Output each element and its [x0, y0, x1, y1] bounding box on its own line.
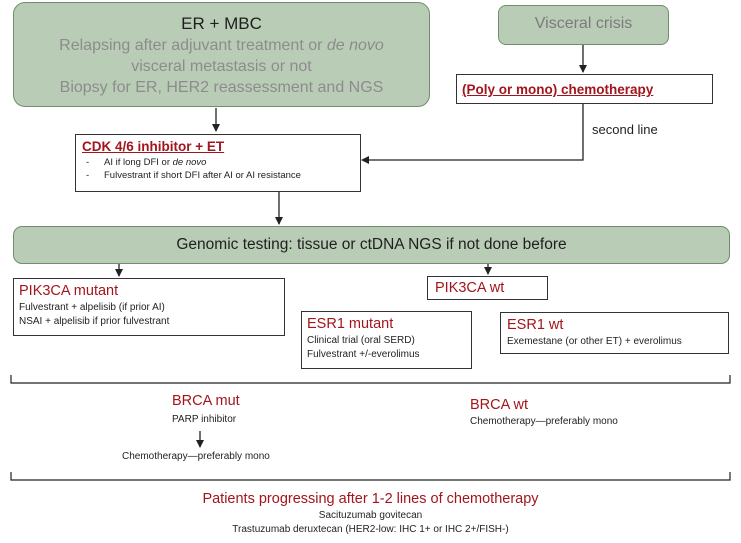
er-mbc-title: ER + MBC [181, 14, 262, 33]
er-mbc-line1-italic: de novo [326, 37, 384, 54]
esr1-mutant-box: ESR1 mutant Clinical trial (oral SERD) F… [301, 311, 472, 369]
brca-mut-title: BRCA mut [172, 393, 240, 409]
visceral-crisis-box: Visceral crisis [498, 5, 669, 45]
pik3ca-mutant-box: PIK3CA mutant Fulvestrant + alpelisib (i… [13, 278, 285, 336]
esr1-wt-box: ESR1 wt Exemestane (or other ET) + evero… [500, 312, 729, 354]
visceral-crisis-title: Visceral crisis [534, 15, 633, 32]
pik3ca-mutant-line2: NSAI + alpelisib if prior fulvestrant [19, 316, 170, 327]
er-mbc-line3: Biopsy for ER, HER2 reassessment and NGS [59, 79, 384, 96]
pik3ca-wt-box: PIK3CA wt [427, 276, 548, 300]
bracket-lower [10, 472, 731, 481]
cdk-item-ai: AI if long DFI or de novo [82, 156, 360, 169]
cdk-inhibitor-title: CDK 4/6 inhibitor + ET [82, 139, 225, 154]
progressing-line1: Sacituzumab govitecan [318, 510, 423, 521]
second-line-label: second line [592, 122, 658, 137]
pik3ca-wt-title: PIK3CA wt [435, 280, 505, 296]
cdk-item-ai-text: AI if long DFI or [104, 157, 173, 168]
progressing-section: Patients progressing after 1-2 lines of … [0, 490, 741, 537]
progressing-title: Patients progressing after 1-2 lines of … [202, 491, 539, 507]
genomic-testing-box: Genomic testing: tissue or ctDNA NGS if … [13, 226, 730, 264]
cdk-inhibitor-box: CDK 4/6 inhibitor + ET AI if long DFI or… [75, 134, 361, 192]
esr1-wt-title: ESR1 wt [507, 317, 564, 333]
cdk-item-ai-italic: de novo [172, 157, 207, 168]
cdk-item-fulvestrant: Fulvestrant if short DFI after AI or AI … [82, 169, 360, 182]
esr1-wt-line1: Exemestane (or other ET) + everolimus [507, 336, 682, 347]
brca-wt-line1: Chemotherapy—preferably mono [470, 416, 618, 427]
bracket-upper [10, 375, 731, 384]
chemotherapy-box: (Poly or mono) chemotherapy [456, 74, 713, 104]
brca-wt-title: BRCA wt [470, 397, 529, 413]
cdk-inhibitor-list: AI if long DFI or de novo Fulvestrant if… [82, 156, 360, 182]
er-mbc-line1-text: Relapsing after adjuvant treatment or [59, 37, 327, 54]
er-mbc-line2: visceral metastasis or not [131, 58, 312, 75]
esr1-mutant-title: ESR1 mutant [307, 316, 394, 332]
arrow-chemo-to-cdk [361, 104, 584, 164]
brca-mut-line1: PARP inhibitor [172, 414, 237, 425]
esr1-mutant-line2: Fulvestrant +/-everolimus [307, 349, 420, 360]
pik3ca-mutant-title: PIK3CA mutant [19, 283, 119, 299]
chemotherapy-title: (Poly or mono) chemotherapy [462, 82, 654, 97]
pik3ca-mutant-line1: Fulvestrant + alpelisib (if prior AI) [19, 302, 165, 313]
progressing-line2: Trastuzumab deruxtecan (HER2-low: IHC 1+… [232, 524, 509, 535]
er-mbc-box: ER + MBC Relapsing after adjuvant treatm… [13, 2, 430, 107]
genomic-testing-title: Genomic testing: tissue or ctDNA NGS if … [176, 236, 567, 253]
brca-mut-line2: Chemotherapy—preferably mono [122, 451, 270, 462]
er-mbc-line1: Relapsing after adjuvant treatment or de… [14, 35, 429, 56]
esr1-mutant-line1: Clinical trial (oral SERD) [307, 335, 415, 346]
